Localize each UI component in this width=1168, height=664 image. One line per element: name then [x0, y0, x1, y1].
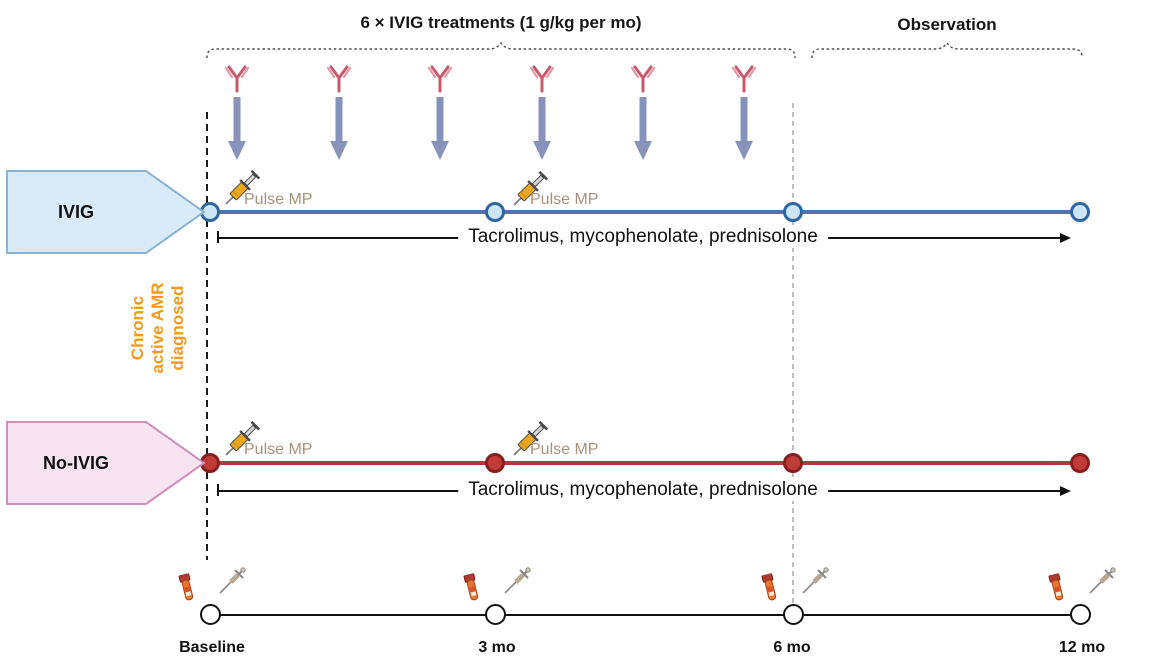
tick-label-3mo: 3 mo	[478, 639, 516, 656]
tick-label-6mo: 6 mo	[773, 639, 811, 656]
antibody-icon	[327, 64, 351, 94]
assessment-timeline-line	[210, 614, 1082, 616]
infusion-arrow-icon	[532, 97, 552, 161]
ivig-pulse-mp-label-2: Pulse MP	[530, 191, 599, 208]
blood-tube-icon	[178, 573, 196, 603]
diagnosis-line-1: Chronic	[127, 295, 147, 361]
no-ivig-timeline-line	[210, 461, 1082, 465]
biopsy-needle-icon	[801, 567, 829, 595]
biopsy-needle-icon	[218, 567, 246, 595]
treatments-brace	[206, 42, 796, 59]
blood-tube-icon	[463, 573, 481, 603]
assessment-node-3mo	[485, 604, 506, 625]
ivig-infusion-3	[428, 64, 452, 161]
ivig-arm-label-shape	[6, 170, 206, 254]
ivig-node-6mo	[783, 202, 803, 222]
treatments-phase-title: 6 × IVIG treatments (1 g/kg per mo)	[360, 13, 642, 32]
ivig-node-3mo	[485, 202, 505, 222]
ivig-infusion-6	[732, 64, 756, 161]
biopsy-needle-icon	[503, 567, 531, 595]
ivig-infusion-5	[631, 64, 655, 161]
ivig-infusion-4	[530, 64, 554, 161]
no-ivig-therapy-label: Tacrolimus, mycophenolate, prednisolone	[458, 479, 828, 501]
antibody-icon	[428, 64, 452, 94]
no-ivig-node-6mo	[783, 453, 803, 473]
observation-phase-title: Observation	[897, 15, 997, 34]
antibody-icon	[631, 64, 655, 94]
infusion-arrow-icon	[734, 97, 754, 161]
assessment-node-12mo	[1070, 604, 1091, 625]
ivig-therapy-label: Tacrolimus, mycophenolate, prednisolone	[458, 226, 828, 248]
infusion-arrow-icon	[329, 97, 349, 161]
antibody-icon	[732, 64, 756, 94]
blood-tube-icon	[1048, 573, 1066, 603]
ivig-infusion-1	[225, 64, 249, 161]
ivig-timeline-line	[210, 210, 1082, 214]
diagnosis-dashed-line	[206, 112, 208, 560]
tick-label-baseline: Baseline	[179, 639, 245, 656]
antibody-icon	[225, 64, 249, 94]
assessment-node-baseline	[200, 604, 221, 625]
blood-tube-icon	[761, 573, 779, 603]
ivig-therapy-arrow-head	[1060, 232, 1071, 243]
six-month-dashed-line	[792, 103, 794, 613]
ivig-node-12mo	[1070, 202, 1090, 222]
no-ivig-arm-label: No-IVIG	[43, 452, 109, 473]
biopsy-needle-icon	[1088, 567, 1116, 595]
no-ivig-node-3mo	[485, 453, 505, 473]
no-ivig-therapy-arrow-head	[1060, 485, 1071, 496]
tick-label-12mo: 12 mo	[1058, 639, 1106, 656]
infusion-arrow-icon	[227, 97, 247, 161]
ivig-pulse-mp-label-1: Pulse MP	[244, 191, 313, 208]
antibody-icon	[530, 64, 554, 94]
diagnosis-line-3: diagnosed	[168, 285, 188, 371]
ivig-arm-label: IVIG	[57, 201, 94, 222]
infusion-arrow-icon	[430, 97, 450, 161]
no-ivig-node-12mo	[1070, 453, 1090, 473]
no-ivig-pulse-mp-label-1: Pulse MP	[244, 441, 313, 458]
observation-brace	[811, 42, 1083, 59]
diagnosis-label: Chronic active AMR diagnosed	[128, 268, 188, 388]
no-ivig-arm-label-shape	[6, 421, 206, 505]
diagnosis-line-2: active AMR	[147, 282, 167, 374]
infusion-arrow-icon	[633, 97, 653, 161]
assessment-node-6mo	[783, 604, 804, 625]
ivig-infusion-2	[327, 64, 351, 161]
no-ivig-pulse-mp-label-2: Pulse MP	[530, 441, 599, 458]
